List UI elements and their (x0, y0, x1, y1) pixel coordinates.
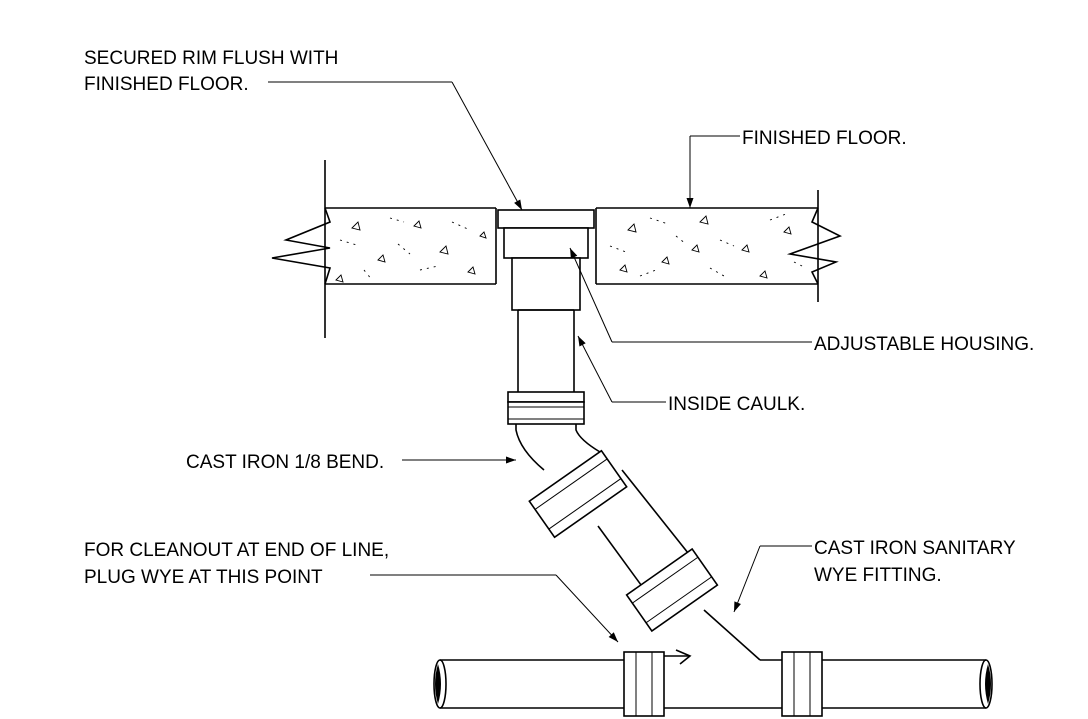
main-hub-right (781, 651, 823, 717)
concrete-hatch (335, 213, 807, 283)
label-adjustable-housing: ADJUSTABLE HOUSING. (814, 334, 1034, 355)
wye-branch-hub (625, 547, 719, 633)
eighth-bend (515, 424, 601, 471)
label-inside-caulk: INSIDE CAULK. (668, 394, 805, 415)
label-cast-iron-bend: CAST IRON 1/8 BEND. (186, 452, 384, 473)
leader-inside-caulk (577, 335, 666, 403)
adjustable-housing (503, 227, 589, 311)
label-secured-rim-line2: FINISHED FLOOR. (84, 74, 249, 95)
riser-hub (507, 391, 585, 425)
riser-pipe (517, 309, 575, 392)
floor-slab-left (271, 160, 497, 338)
label-finished-floor: FINISHED FLOOR. (742, 128, 907, 149)
leader-adjustable-housing (569, 247, 812, 343)
leader-wye-fitting (733, 545, 812, 613)
label-wye-line1: CAST IRON SANITARY (814, 538, 1016, 559)
bend-hub (528, 449, 628, 539)
label-cleanout-line1: FOR CLEANOUT AT END OF LINE, (84, 540, 389, 561)
leader-secured-rim (268, 81, 523, 211)
leader-cleanout (370, 574, 619, 643)
floor-slab-right (595, 190, 843, 302)
main-hub-left (623, 651, 665, 717)
leader-finished-floor (686, 135, 740, 208)
label-secured-rim-line1: SECURED RIM FLUSH WITH (84, 48, 338, 69)
label-wye-line2: WYE FITTING. (814, 565, 942, 586)
horizontal-main-pipe (433, 659, 993, 709)
cleanout-rim (497, 209, 595, 229)
label-cleanout-line2: PLUG WYE AT THIS POINT (84, 567, 323, 588)
